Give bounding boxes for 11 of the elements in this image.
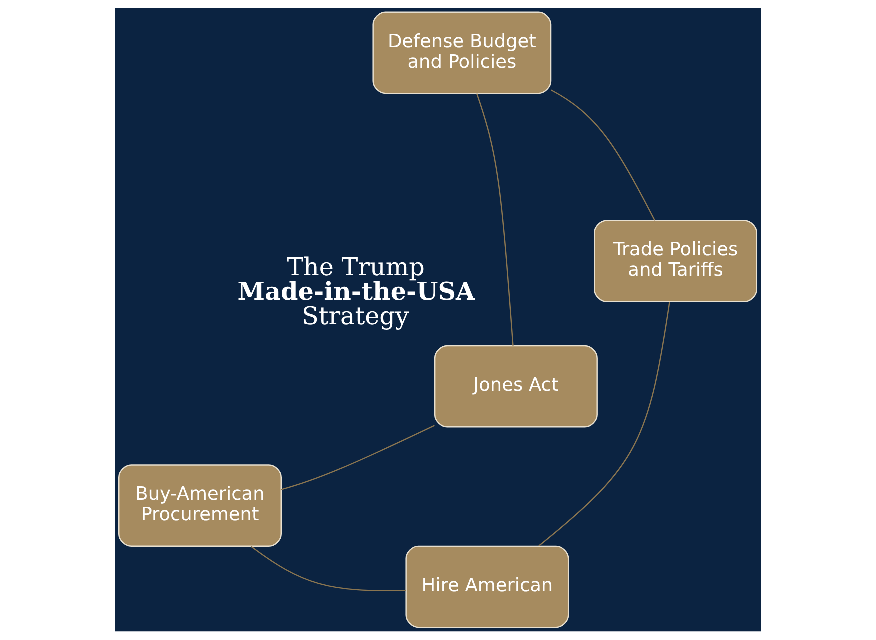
connector [476, 94, 514, 346]
node-box: Hire American [406, 546, 570, 628]
node-box: Trade Policies and Tariffs [594, 220, 758, 302]
node-box: Buy-American Procurement [118, 464, 282, 547]
connector [551, 90, 656, 221]
node-box: Defense Budget and Policies [372, 12, 552, 94]
label: The Trump Made-in-the-USA Strategy [238, 252, 476, 331]
connector [250, 546, 406, 592]
node-box: Jones Act [434, 345, 598, 428]
connector [538, 302, 670, 547]
connector [281, 425, 435, 490]
